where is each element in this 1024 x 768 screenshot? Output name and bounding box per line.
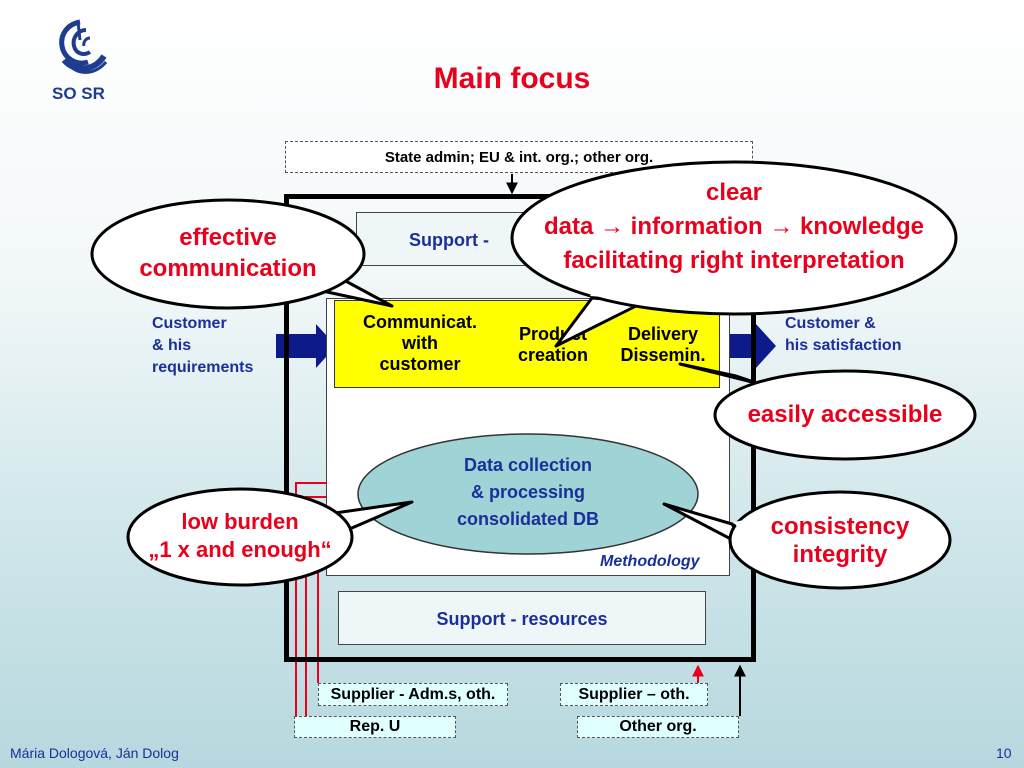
customer-left-arrow [276,324,336,368]
page-title: Main focus [433,62,591,95]
customer-right-text: Customer & his satisfaction [785,315,902,354]
footer-authors: Mária Dologová, Ján Dolog [10,745,179,761]
page-number: 10 [996,745,1012,761]
logo-text: SO SR [52,84,105,103]
callout-low-burden [126,487,414,587]
other-org-box: Other org. [577,716,739,738]
callout-accessible [678,362,977,461]
delivery-cell: Delivery Dissemin. [620,324,706,365]
callout-clear [510,160,958,348]
communicat-cell: Communicat. with customer [362,312,477,374]
data-collection-text: Data collection & processing consolidate… [456,455,599,529]
rep-u-box: Rep. U [294,716,456,738]
supplier-adm-box: Supplier - Adm.s, oth. [318,683,508,706]
callout-accessible-text: easily accessible [747,401,943,428]
callout-clear-text: clear data → information → knowledge fac… [543,179,925,274]
logo [50,16,110,80]
callout-consistency [662,490,952,590]
support-bottom-box: Support - resources [338,591,706,645]
process-bar [334,300,720,388]
callout-effective-text: effective communication [139,224,317,282]
customer-left-text: Customer & his requirements [152,315,254,376]
callout-consistency-text: consistency integrity [770,513,910,568]
methodology-label: Methodology [600,553,700,570]
data-collection-ellipse [357,433,699,555]
callout-effective [90,198,394,310]
supplier-oth-box: Supplier – oth. [560,683,708,706]
logo-icon [59,19,108,74]
callout-low-burden-text: low burden „1 x and enough“ [148,509,332,562]
customer-right-arrow [722,324,776,368]
